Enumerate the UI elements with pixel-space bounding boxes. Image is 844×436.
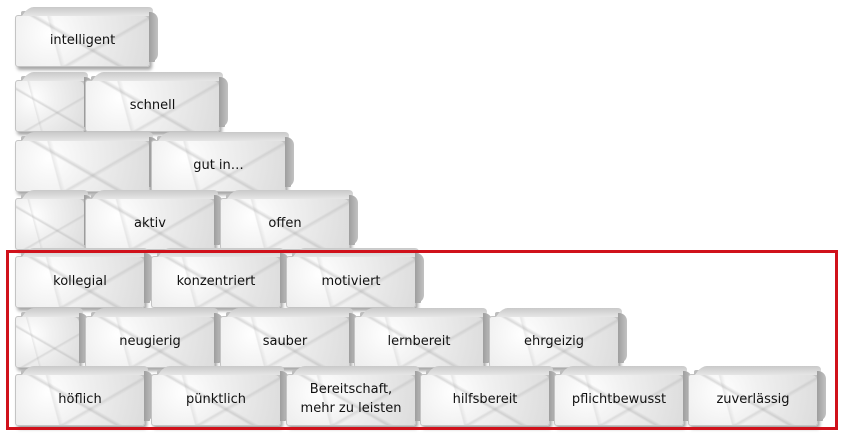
brick-label: lernbereit	[387, 333, 451, 349]
brick-label: pflichtbewusst	[571, 391, 667, 407]
brick-5-1: neugierig	[85, 313, 223, 368]
brick-3-1: aktiv	[85, 195, 223, 250]
brick-6-0: höflich	[15, 371, 153, 426]
brick-label: offen	[268, 215, 302, 231]
brick-label: zuverlässig	[716, 391, 790, 407]
brick-4-1: konzentriert	[151, 253, 289, 308]
brick-6-2: Bereitschaft, mehr zu leisten	[286, 371, 424, 426]
brick-5-0	[15, 313, 88, 368]
brick-6-3: hilfsbereit	[420, 371, 558, 426]
brick-label: Bereitschaft, mehr zu leisten	[300, 382, 402, 416]
brick-label: kollegial	[53, 273, 107, 289]
brick-label: ehrgeizig	[524, 333, 584, 349]
brick-4-0: kollegial	[15, 253, 153, 308]
brick-5-3: lernbereit	[354, 313, 492, 368]
brick-6-4: pflichtbewusst	[554, 371, 692, 426]
brick-2-1: gut in…	[151, 137, 294, 192]
brick-2-0	[15, 137, 158, 192]
brick-6-5: zuverlässig	[688, 371, 826, 426]
brick-label: aktiv	[134, 215, 166, 231]
brick-label: gut in…	[193, 157, 244, 173]
brick-4-2: motiviert	[286, 253, 424, 308]
brick-6-1: pünktlich	[151, 371, 289, 426]
brick-1-1: schnell	[85, 77, 228, 132]
brick-label: höflich	[58, 391, 102, 407]
brick-label: motiviert	[321, 273, 381, 289]
brick-5-4: ehrgeizig	[489, 313, 627, 368]
brick-label: konzentriert	[176, 273, 256, 289]
brick-label: schnell	[129, 97, 176, 113]
brick-1-0	[15, 77, 93, 132]
brick-label: sauber	[262, 333, 308, 349]
brick-label: neugierig	[119, 333, 181, 349]
brick-3-0	[15, 195, 93, 250]
brick-label: pünktlich	[186, 391, 246, 407]
brick-label: intelligent	[49, 32, 116, 48]
brick-3-2: offen	[220, 195, 358, 250]
brick-5-2: sauber	[220, 313, 358, 368]
brick-label: hilfsbereit	[452, 391, 518, 407]
brick-0-0: intelligent	[15, 12, 158, 67]
